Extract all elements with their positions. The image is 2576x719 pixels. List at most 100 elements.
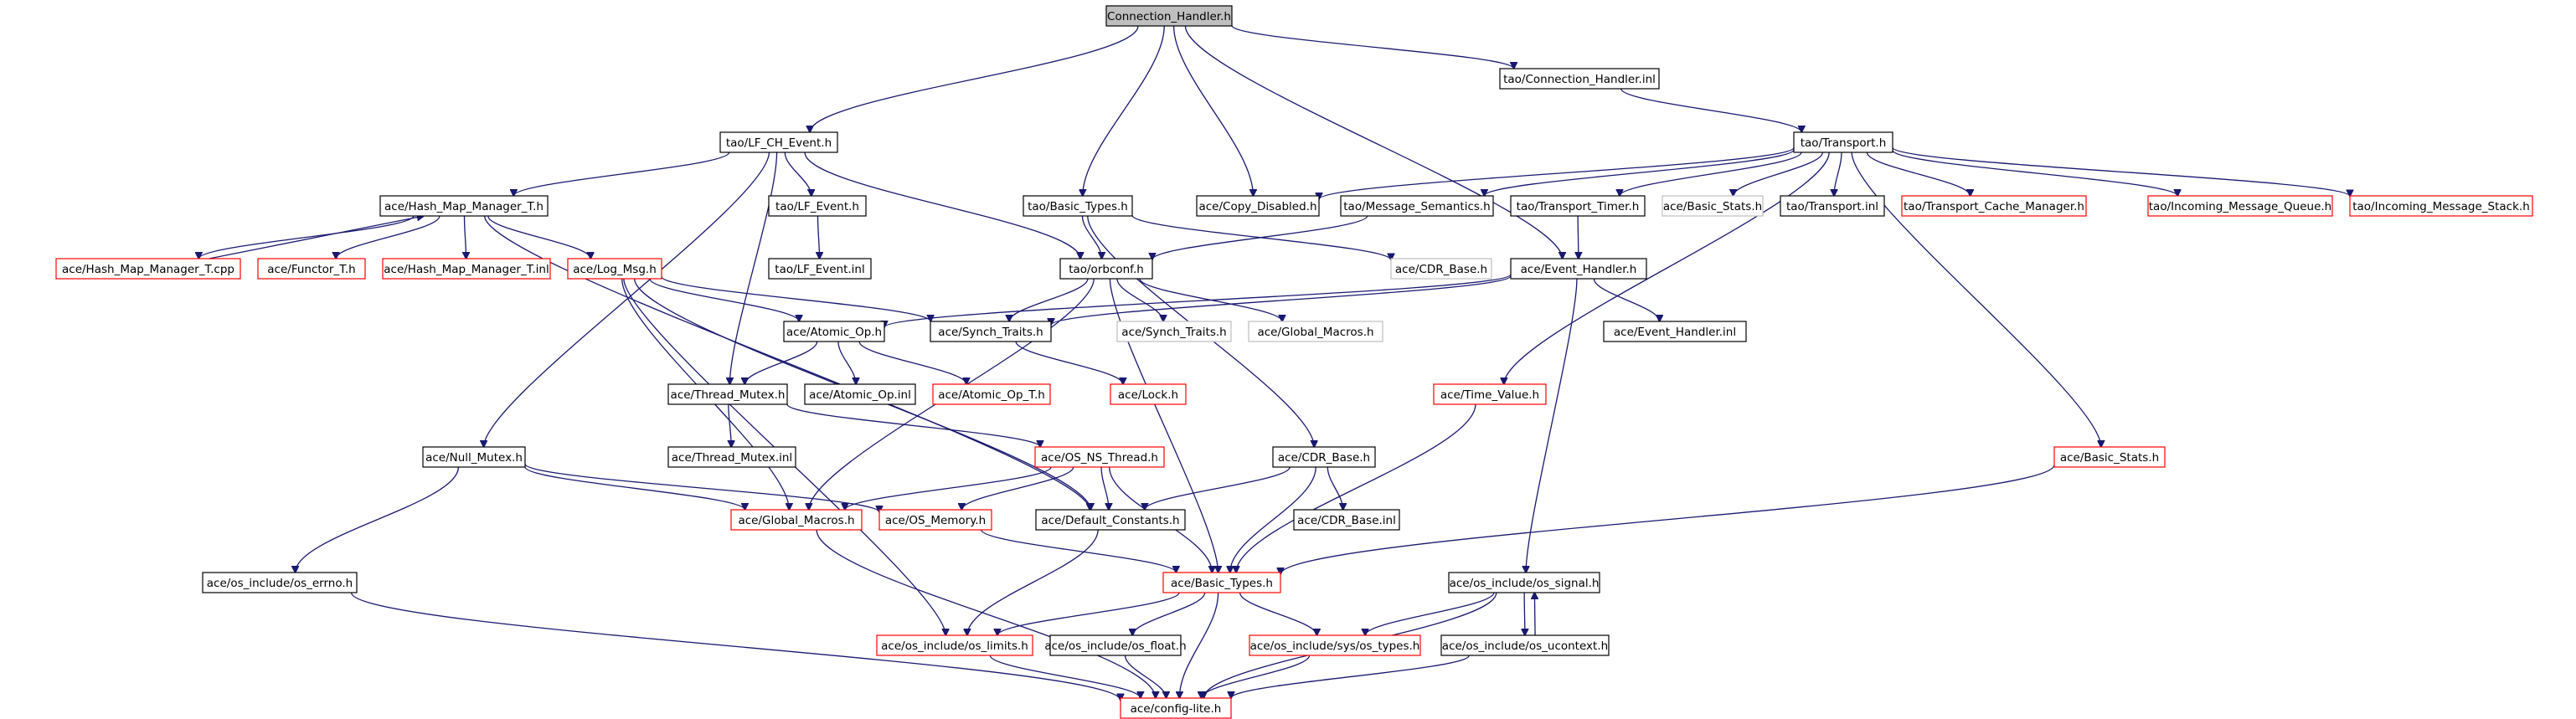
node-ace-functor[interactable]: ace/Functor_T.h	[257, 258, 366, 280]
node-ace-cdr-base-gray[interactable]: ace/CDR_Base.h	[1390, 258, 1492, 280]
node-label: ace/Copy_Disabled.h	[1198, 200, 1316, 213]
node-box	[1499, 68, 1660, 90]
edge-ace_thread_mutex-to-ace_os_ns_thread	[786, 403, 1040, 447]
edge-tao_transport-to-tao_transport_inl	[1834, 152, 1842, 196]
node-label: ace/CDR_Base.h	[1395, 263, 1487, 276]
node-label: ace/Log_Msg.h	[573, 263, 657, 276]
node-ace-os-memory[interactable]: ace/OS_Memory.h	[878, 509, 992, 531]
node-tao-msg-sem[interactable]: tao/Message_Semantics.h	[1340, 195, 1494, 217]
node-ace-os-limits[interactable]: ace/os_include/os_limits.h	[876, 634, 1033, 656]
edge-tao_lfch-to-tao_orbconf	[804, 152, 1080, 259]
edge-root-to-ace_copy_disabled	[1172, 25, 1254, 196]
node-tao-transport-inl[interactable]: tao/Transport.inl	[1780, 195, 1885, 217]
edge-tao_transport-to-tao_msg_sem	[1484, 149, 1795, 196]
node-tao-tcm[interactable]: tao/Transport_Cache_Manager.h	[1901, 195, 2087, 217]
node-ace-event-handler[interactable]: ace/Event_Handler.h	[1510, 258, 1647, 280]
node-label: tao/Transport.h	[1801, 136, 1887, 150]
node-box	[1249, 634, 1421, 656]
node-ace-hmm-inl[interactable]: ace/Hash_Map_Manager_T.inl	[382, 258, 551, 280]
edge-ace_os_signal-to-ace_os_ucontext	[1524, 592, 1525, 635]
node-label: tao/Transport_Cache_Manager.h	[1904, 200, 2084, 213]
node-tao-transport-timer[interactable]: tao/Transport_Timer.h	[1510, 195, 1646, 217]
edge-ace_null_mutex-to-ace_os_memory	[524, 463, 879, 512]
node-label: ace/os_include/os_errno.h	[207, 577, 353, 590]
edge-tao_transport-to-tao_transport_timer	[1620, 152, 1802, 196]
node-label: ace/Thread_Mutex.h	[671, 388, 786, 402]
node-ace-basic-stats[interactable]: ace/Basic_Stats.h	[2053, 446, 2166, 468]
node-label: ace/Atomic_Op.inl	[809, 388, 911, 402]
node-box	[1116, 321, 1232, 342]
node-ace-synch-traits-gray[interactable]: ace/Synch_Traits.h	[1116, 321, 1232, 342]
node-ace-os-ucontext[interactable]: ace/os_include/os_ucontext.h	[1440, 634, 1610, 656]
node-ace-os-signal[interactable]: ace/os_include/os_signal.h	[1448, 572, 1600, 593]
node-ace-basic-stats-gray[interactable]: ace/Basic_Stats.h	[1662, 195, 1764, 217]
node-ace-atomic-op[interactable]: ace/Atomic_Op.h	[783, 321, 885, 342]
node-ace-os-float[interactable]: ace/os_include/os_float.h	[1044, 634, 1187, 656]
node-ace-global-macros-gray[interactable]: ace/Global_Macros.h	[1248, 321, 1383, 342]
node-ace-thread-mutex[interactable]: ace/Thread_Mutex.h	[667, 383, 788, 405]
node-ace-os-ns-thread[interactable]: ace/OS_NS_Thread.h	[1034, 446, 1165, 468]
node-label: ace/Global_Macros.h	[1257, 326, 1373, 339]
edge-ace_atomic_op-to-ace_thread_mutex	[744, 341, 818, 384]
edge-root-to-tao_basic_types	[1083, 25, 1165, 196]
node-box	[667, 383, 788, 405]
node-ace-config-lite[interactable]: ace/config-lite.h	[1120, 697, 1232, 719]
node-tao-basic-types[interactable]: tao/Basic_Types.h	[1023, 195, 1133, 217]
node-ace-null-mutex[interactable]: ace/Null_Mutex.h	[422, 446, 526, 468]
node-label: ace/CDR_Base.h	[1278, 451, 1370, 465]
node-ace-hmm-cpp[interactable]: ace/Hash_Map_Manager_T.cpp	[55, 258, 241, 280]
node-ace-basic-types[interactable]: ace/Basic_Types.h	[1162, 572, 1281, 593]
edge-tao_conn_inl-to-tao_transport	[1620, 88, 1802, 132]
node-label: tao/Message_Semantics.h	[1343, 200, 1491, 213]
node-ace-lock[interactable]: ace/Lock.h	[1110, 383, 1187, 405]
node-tao-transport[interactable]: tao/Transport.h	[1793, 131, 1893, 153]
node-ace-default-constants[interactable]: ace/Default_Constants.h	[1035, 509, 1186, 531]
node-box	[876, 634, 1033, 656]
node-ace-sys-types[interactable]: ace/os_include/sys/os_types.h	[1249, 634, 1421, 656]
node-tao-imq[interactable]: tao/Incoming_Message_Queue.h	[2147, 195, 2333, 217]
node-tao-lf-event[interactable]: tao/LF_Event.h	[768, 195, 867, 217]
node-ace-atomic-op-inl[interactable]: ace/Atomic_Op.inl	[804, 383, 916, 405]
node-ace-cdr-base[interactable]: ace/CDR_Base.h	[1272, 446, 1376, 468]
edge-tao_transport-to-ace_basic_stats_gray	[1734, 152, 1824, 196]
node-tao-lfch[interactable]: tao/LF_CH_Event.h	[719, 131, 838, 153]
edge-tao_transport-to-ace_basic_stats	[1851, 152, 2101, 447]
node-ace-hmm[interactable]: ace/Hash_Map_Manager_T.h	[379, 195, 549, 217]
node-tao-orbconf[interactable]: tao/orbconf.h	[1059, 258, 1153, 280]
node-tao-conn-inl[interactable]: tao/Connection_Handler.inl	[1499, 68, 1660, 90]
edge-ace_basic_stats-to-ace_basic_types	[1280, 465, 2055, 574]
node-box	[930, 321, 1052, 342]
edge-tao_transport-to-tao_imq	[1892, 149, 2177, 196]
node-label: ace/OS_NS_Thread.h	[1041, 451, 1158, 465]
node-label: tao/LF_CH_Event.h	[726, 136, 832, 150]
node-ace-copy-disabled[interactable]: ace/Copy_Disabled.h	[1196, 195, 1320, 217]
node-ace-log-msg[interactable]: ace/Log_Msg.h	[567, 258, 662, 280]
node-ace-cdr-base-inl[interactable]: ace/CDR_Base.inl	[1293, 509, 1400, 531]
node-root[interactable]: Connection_Handler.h	[1105, 5, 1233, 27]
node-box	[202, 572, 358, 593]
node-tao-ims[interactable]: tao/Incoming_Message_Stack.h	[2349, 195, 2533, 217]
node-box	[1162, 572, 1281, 593]
node-label: ace/os_include/os_signal.h	[1450, 577, 1600, 590]
node-ace-os-errno[interactable]: ace/os_include/os_errno.h	[202, 572, 358, 593]
edge-tao_lfch-to-tao_lf_event	[784, 152, 811, 196]
node-ace-global-macros[interactable]: ace/Global_Macros.h	[730, 509, 863, 531]
node-ace-thread-mutex-inl[interactable]: ace/Thread_Mutex.inl	[667, 446, 796, 468]
node-ace-atomic-op-t[interactable]: ace/Atomic_Op_T.h	[932, 383, 1051, 405]
node-tao-lf-event-inl[interactable]: tao/LF_Event.inl	[768, 258, 872, 280]
node-ace-synch-traits[interactable]: ace/Synch_Traits.h	[930, 321, 1052, 342]
edge-ace_cdr_base-to-ace_default_constants	[1145, 466, 1291, 510]
node-ace-event-handler-inl[interactable]: ace/Event_Handler.inl	[1603, 321, 1747, 342]
nodes-layer: Connection_Handler.htao/LF_CH_Event.htao…	[55, 5, 2533, 719]
node-box	[2349, 195, 2533, 217]
edge-ace_sys_types-to-ace_config_lite	[1201, 655, 1311, 698]
node-ace-time-value[interactable]: ace/Time_Value.h	[1433, 383, 1547, 405]
node-box	[1662, 195, 1764, 217]
node-label: tao/Transport_Timer.h	[1517, 200, 1640, 213]
node-label: ace/Time_Value.h	[1440, 388, 1539, 402]
edge-root-to-tao_lfch	[810, 25, 1139, 132]
edge-ace_basic_types-to-ace_sys_types	[1239, 592, 1317, 635]
node-label: ace/Hash_Map_Manager_T.cpp	[62, 263, 234, 276]
node-box	[1603, 321, 1747, 342]
node-box	[1059, 258, 1153, 280]
